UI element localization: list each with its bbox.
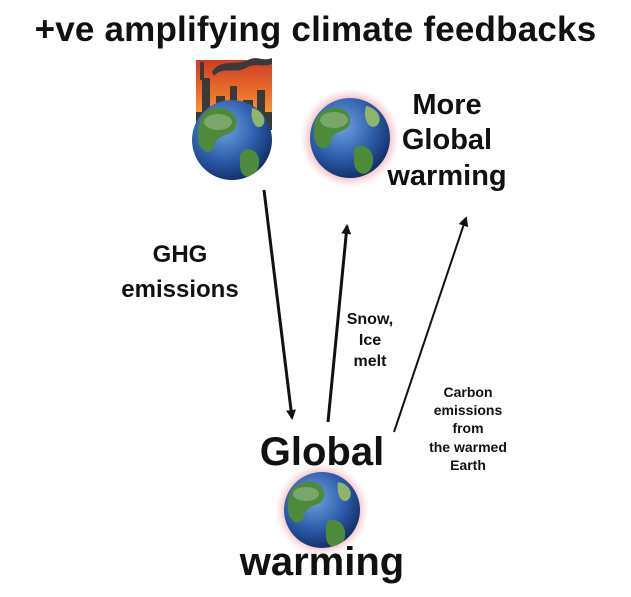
label-line: melt <box>353 352 387 370</box>
label-line: More <box>412 89 482 121</box>
glowing-earth-icon <box>275 463 369 557</box>
ghg-emissions-label: GHG emissions <box>110 238 250 308</box>
glowing-earth-icon <box>300 88 400 188</box>
label-line: Global <box>401 124 493 157</box>
label-line: Earth <box>450 456 486 473</box>
earth-globe <box>192 100 272 180</box>
more-global-warming-label: More Global warming <box>372 88 522 194</box>
label-line: emissions <box>433 402 503 419</box>
label-line: from <box>452 420 484 437</box>
label-line: Carbon <box>443 384 493 400</box>
label-line: GHG <box>152 241 208 268</box>
label-line: the warmed <box>429 438 507 455</box>
label-line: emissions <box>121 275 239 303</box>
global-word-label: Global <box>259 430 385 474</box>
snow-ice-arrow <box>326 224 352 423</box>
carbon-emissions-label: Carbon emissions from the warmed Earth <box>408 383 528 474</box>
warming-word-label: warming <box>239 540 405 584</box>
factory-earth-icon <box>192 58 272 180</box>
snow-ice-melt-label: Snow, Ice melt <box>334 310 406 372</box>
diagram-title: +ve amplifying climate feedbacks <box>34 10 597 49</box>
carbon-arrow <box>393 216 469 433</box>
label-line: Ice <box>358 331 382 349</box>
ghg-arrow <box>262 189 296 420</box>
label-line: warming <box>387 159 507 192</box>
label-line: Snow, <box>346 311 394 328</box>
